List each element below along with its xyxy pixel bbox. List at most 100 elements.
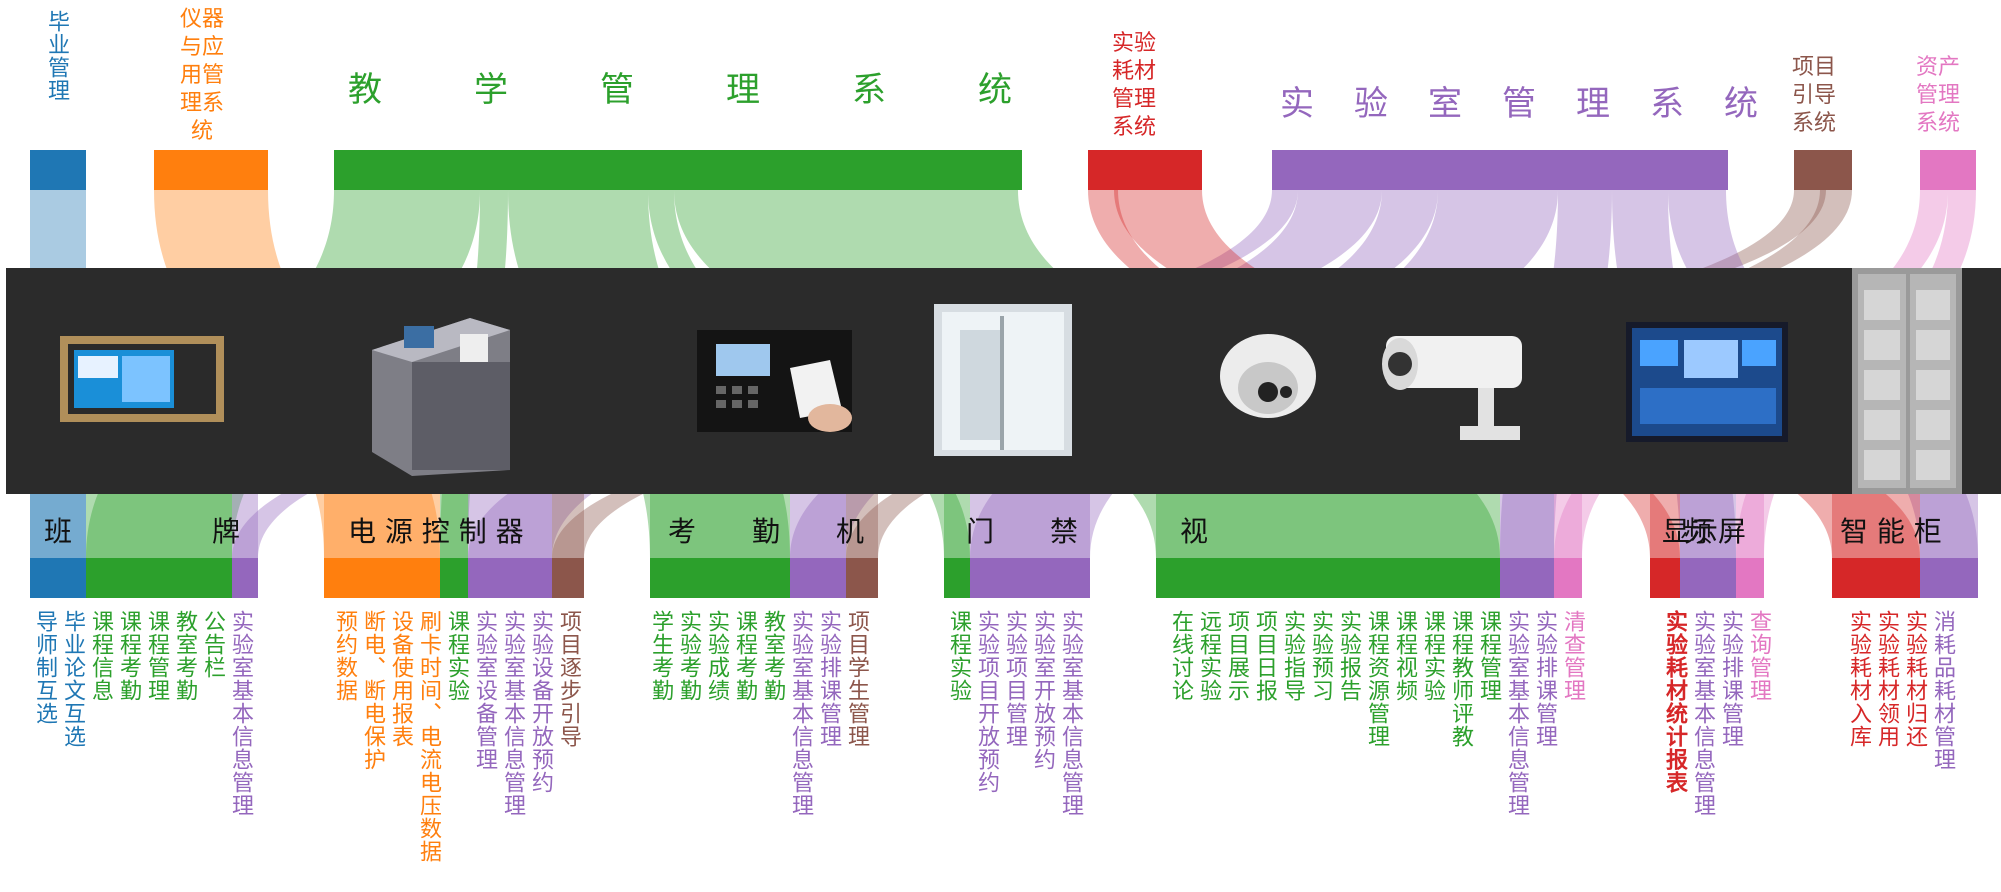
function-item: 课程教师评教 — [1448, 610, 1473, 748]
system-label-consumables: 实验耗材管理系统 — [1111, 31, 1156, 140]
function-item: 学生考勤 — [648, 610, 673, 702]
function-item: 清查管理 — [1560, 610, 1585, 702]
flow-tail-d6-0 — [1650, 494, 1680, 558]
device-bar-d2-3 — [552, 558, 584, 598]
flow-tail-d4-0 — [944, 494, 970, 558]
device-bar-d3-1 — [790, 558, 846, 598]
flow-tail-d5-1 — [1500, 494, 1554, 558]
function-item: 设备使用报表 — [388, 610, 413, 748]
device-label-video: 视 频 — [1180, 515, 1713, 548]
function-item: 课程管理 — [144, 610, 169, 702]
function-item: 课程资源管理 — [1364, 610, 1389, 748]
flow-tail-d3-0 — [650, 494, 790, 558]
device-bar-d1-1 — [86, 558, 232, 598]
function-item: 教室考勤 — [760, 610, 785, 702]
flow-tail-d6-2 — [1736, 494, 1764, 558]
function-item: 项目日报 — [1252, 610, 1277, 702]
function-item: 课程考勤 — [116, 610, 141, 702]
function-item: 实验室设备管理 — [472, 610, 497, 771]
function-item: 实验项目管理 — [1002, 610, 1027, 748]
function-item: 教室考勤 — [172, 610, 197, 702]
device-label-class-board: 班 牌 — [44, 515, 241, 548]
function-item: 课程视频 — [1392, 610, 1417, 702]
system-bars — [30, 150, 1976, 190]
flow-tail-d7-1 — [1920, 494, 1978, 558]
flow-tail-d5-0 — [1156, 494, 1500, 558]
system-label-project-guide: 项目引导系统 — [1791, 55, 1836, 136]
function-item: 实验室基本信息管理 — [788, 610, 813, 817]
function-item: 实验室基本信息管理 — [1504, 610, 1529, 817]
function-item: 公告栏 — [200, 610, 225, 679]
function-item: 实验室基本信息管理 — [1058, 610, 1083, 817]
function-item: 项目逐步引导 — [556, 610, 581, 748]
flow-tail-d2-3 — [552, 494, 584, 558]
device-label-smart-cabinet: 智 能 柜 — [1840, 515, 1942, 548]
system-label-teaching: 教学管理系统 — [348, 70, 1104, 110]
function-item: 实验耗材入库 — [1846, 610, 1871, 748]
function-item: 课程实验 — [444, 610, 469, 702]
function-item: 预约数据 — [332, 610, 357, 702]
function-item: 课程管理 — [1476, 610, 1501, 702]
device-bar-d5-0 — [1156, 558, 1500, 598]
device-bar-d6-0 — [1650, 558, 1680, 598]
flow-tail-d6-1 — [1680, 494, 1736, 558]
flow-ribbons-lower — [30, 494, 1978, 558]
device-label-display: 显示屏 — [1662, 515, 1747, 548]
flow-tail-d1-0 — [30, 494, 86, 558]
system-bar-s1 — [30, 150, 86, 190]
device-bar-d1-2 — [232, 558, 258, 598]
system-label-lab-management: 实验室管理系统 — [1280, 84, 1798, 124]
flow-tail-d2-0 — [324, 494, 440, 558]
device-bar-d4-0 — [944, 558, 970, 598]
flow-tail-d7-0 — [1832, 494, 1920, 558]
system-bar-s2 — [154, 150, 268, 190]
system-label-assets: 资产管理系统 — [1915, 55, 1960, 136]
function-item: 实验室基本信息管理 — [228, 610, 253, 817]
system-bar-s7 — [1920, 150, 1976, 190]
system-bar-s5 — [1272, 150, 1728, 190]
function-item: 实验耗材领用 — [1874, 610, 1899, 748]
function-item: 消耗品耗材管理 — [1930, 610, 1955, 771]
function-item: 实验报告 — [1336, 610, 1361, 702]
function-item: 实验设备开放预约 — [528, 610, 553, 794]
device-bar-d6-1 — [1680, 558, 1736, 598]
device-bar-d5-1 — [1500, 558, 1554, 598]
flow-tail-d3-1 — [790, 494, 846, 558]
function-item: 实验室开放预约 — [1030, 610, 1055, 771]
function-item: 断电、断电保护 — [360, 610, 385, 771]
function-item: 实验预习 — [1308, 610, 1333, 702]
function-item: 在线讨论 — [1168, 610, 1193, 702]
camera-icon — [1220, 334, 1316, 418]
device-bar-d2-1 — [440, 558, 468, 598]
flow-tail-d2-1 — [440, 494, 468, 558]
function-item: 实验项目开放预约 — [974, 610, 999, 794]
device-bar-d2-2 — [468, 558, 552, 598]
flow-tail-d5-2 — [1554, 494, 1582, 558]
smart-cabinet-icon — [1852, 268, 1962, 494]
flow-tail-d1-1 — [86, 494, 232, 558]
system-bar-s6 — [1794, 150, 1852, 190]
function-item: 课程考勤 — [732, 610, 757, 702]
device-bars — [30, 558, 1978, 598]
bullet-camera-icon — [1382, 336, 1522, 440]
function-item: 刷卡时间、电流电压数据 — [416, 610, 441, 863]
device-bar-d6-2 — [1736, 558, 1764, 598]
system-bar-s3 — [334, 150, 1022, 190]
device-bar-d4-1 — [970, 558, 1090, 598]
device-bar-d1-0 — [30, 558, 86, 598]
system-label-instrument: 仪器与应用管理系统 — [179, 7, 224, 144]
device-label-access-control: 门 禁 — [966, 515, 1079, 548]
device-bar-d7-0 — [1832, 558, 1920, 598]
function-item: 实验考勤 — [676, 610, 701, 702]
function-item: 项目学生管理 — [844, 610, 869, 748]
function-item: 课程实验 — [946, 610, 971, 702]
function-item: 实验排课管理 — [1532, 610, 1557, 748]
function-item: 项目展示 — [1224, 610, 1249, 702]
device-bar-d7-1 — [1920, 558, 1978, 598]
device-bar-d2-0 — [324, 558, 440, 598]
system-label-graduation: 毕业管理 — [44, 10, 69, 102]
function-item: 实验耗材归还 — [1902, 610, 1927, 748]
device-label-attendance: 考 勤 机 — [668, 515, 865, 548]
function-item: 课程实验 — [1420, 610, 1445, 702]
